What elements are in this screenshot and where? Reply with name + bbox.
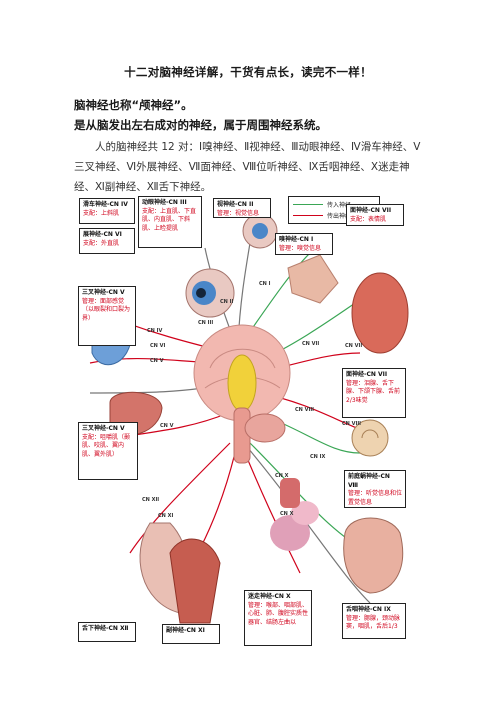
tag-cn-6: CN VI	[150, 343, 166, 349]
tag-cn-9: CN IX	[310, 454, 326, 460]
tag-cn-15: CN V	[160, 423, 174, 429]
page-title: 十二对脑神经详解，干货有点长，读完不一样！	[124, 65, 372, 79]
tag-cn-14: CN VIII	[342, 421, 362, 427]
neck-illustration	[169, 538, 221, 624]
tag-cn-16: CN X	[280, 511, 294, 517]
label-hypoglossal: 舌下神经-CN Ⅻ	[78, 622, 136, 642]
tag-cn-12: CN XII	[142, 497, 160, 503]
ear-illustration	[351, 419, 389, 457]
brain-illustration	[193, 324, 291, 464]
afferent-line	[293, 204, 323, 205]
tag-cn-11: CN XI	[158, 513, 174, 519]
tag-cn-10: CN X	[275, 473, 289, 479]
label-accessory: 副神经-CN XI	[162, 624, 220, 644]
efferent-line	[293, 215, 323, 216]
cranial-nerves-diagram: CN I CN II CN III CN IV CN V CN VI CN VI…	[70, 193, 428, 702]
legend-efferent: 传出神经	[327, 213, 352, 220]
intro-line-2: 是从脑发出左右成对的神经，属于周围神经系统。	[74, 118, 327, 132]
organs-illustration	[270, 478, 319, 551]
tag-cn-13: CN VII	[345, 343, 363, 349]
tag-cn-1: CN I	[259, 281, 271, 287]
intro-line-1: 脑神经也称“颅神经”。	[74, 98, 193, 112]
tag-cn-7: CN VII	[302, 341, 320, 347]
tag-cn-2: CN II	[220, 299, 234, 305]
tag-cn-5: CN V	[150, 358, 164, 364]
tag-cn-4: CN IV	[147, 328, 163, 334]
face-muscle-illustration	[351, 272, 409, 354]
legend-afferent: 传入神经	[327, 202, 352, 209]
tag-cn-3: CN III	[198, 320, 214, 326]
intro-paragraph: 人的脑神经共 12 对：Ⅰ嗅神经、Ⅱ视神经、Ⅲ动眼神经、Ⅳ滑车神经、Ⅴ三叉神经、…	[74, 141, 421, 193]
pharynx-illustration	[343, 517, 404, 594]
nose-illustration	[287, 254, 339, 304]
tag-cn-8: CN VIII	[295, 407, 315, 413]
